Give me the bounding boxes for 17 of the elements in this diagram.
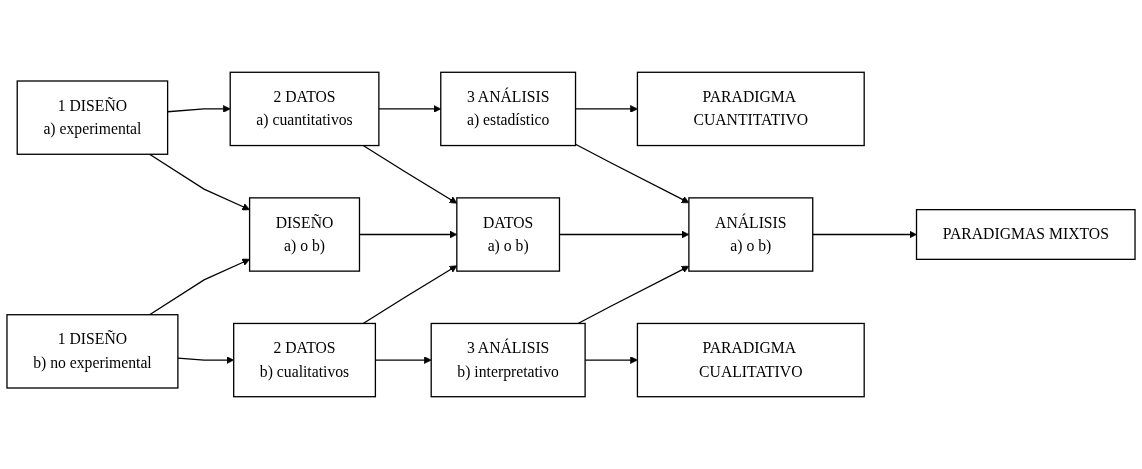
node-box: PARADIGMA CUANTITATIVO — [636, 71, 865, 147]
arrow — [577, 265, 690, 325]
node-box: 1 DISEÑO b) no experimental — [6, 314, 179, 389]
node-box: ANÁLISIS a) o b) — [688, 197, 814, 272]
arrow — [362, 265, 458, 325]
arrow — [148, 258, 250, 316]
node-box: PARADIGMAS MIXTOS — [915, 209, 1136, 260]
node-box: 2 DATOS b) cualitativos — [233, 322, 377, 398]
node-box: PARADIGMA CUALITATIVO — [636, 322, 865, 398]
node-box: 2 DATOS a) cuantitativos — [229, 71, 380, 147]
node-box: DISEÑO a) o b) — [248, 197, 361, 272]
node-box: 3 ANÁLISIS a) estadístico — [440, 71, 577, 147]
arrow — [812, 230, 917, 239]
node-box: 3 ANÁLISIS b) interpretativo — [430, 322, 586, 398]
arrow — [148, 153, 250, 211]
node-box: DATOS a) o b) — [456, 197, 561, 272]
node-box: 1 DISEÑO a) experimental — [16, 80, 169, 155]
